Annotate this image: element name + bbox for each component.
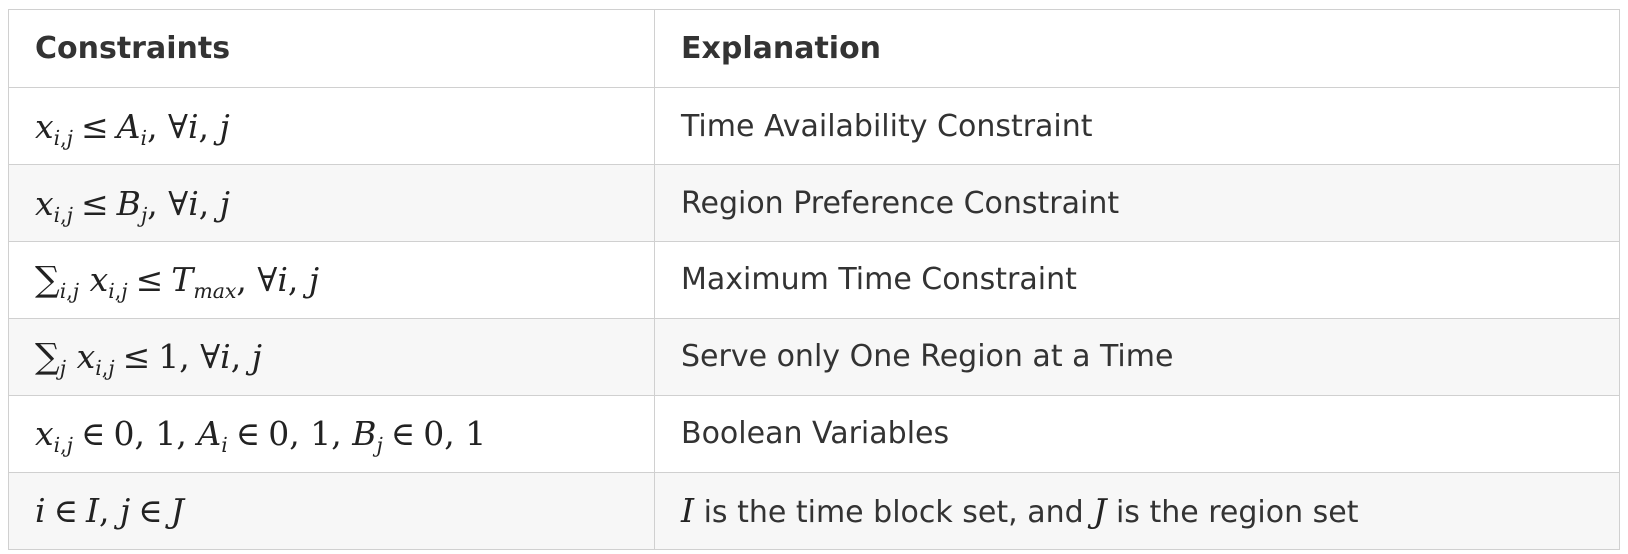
- constraint-formula: ∑j xi,j≤1, ∀i, j: [35, 336, 262, 381]
- constraint-formula: ∑i,j xi,j≤Tmax, ∀i, j: [35, 259, 320, 304]
- explanation-text: Time Availability Constraint: [681, 108, 1093, 144]
- table-row: xi,j≤Ai, ∀i, j Time Availability Constra…: [8, 87, 1620, 166]
- table-row: ∑i,j xi,j≤Tmax, ∀i, j Maximum Time Const…: [8, 241, 1620, 319]
- explanation-text: Region Preference Constraint: [681, 185, 1120, 221]
- constraint-cell: xi,j≤Ai, ∀i, j: [8, 87, 655, 166]
- table-row: xi,j∈0, 1, Ai∈0, 1, Bj∈0, 1 Boolean Vari…: [8, 394, 1620, 473]
- constraint-cell: i∈I, j∈J: [8, 471, 655, 551]
- table-row: i∈I, j∈J I is the time block set, and J …: [8, 471, 1620, 551]
- explanation-part-2: is the region set: [1106, 495, 1359, 531]
- explanation-text: I is the time block set, and J is the re…: [681, 491, 1359, 531]
- explanation-cell: Time Availability Constraint: [654, 87, 1620, 166]
- constraint-cell: ∑j xi,j≤1, ∀i, j: [8, 317, 655, 396]
- table-row: ∑j xi,j≤1, ∀i, j Serve only One Region a…: [8, 317, 1620, 396]
- math-var-j: J: [1093, 491, 1107, 531]
- constraint-cell: xi,j∈0, 1, Ai∈0, 1, Bj∈0, 1: [8, 394, 655, 473]
- constraint-cell: ∑i,j xi,j≤Tmax, ∀i, j: [8, 241, 655, 319]
- header-row: Constraints Explanation: [8, 8, 1620, 89]
- explanation-text: Serve only One Region at a Time: [681, 339, 1174, 375]
- explanation-text: Maximum Time Constraint: [681, 262, 1077, 298]
- explanation-cell: Serve only One Region at a Time: [654, 317, 1620, 396]
- explanation-text: Boolean Variables: [681, 416, 950, 452]
- header-constraints: Constraints: [8, 8, 655, 89]
- constraint-formula: xi,j∈0, 1, Ai∈0, 1, Bj∈0, 1: [35, 414, 487, 458]
- explanation-cell: Boolean Variables: [654, 394, 1620, 473]
- constraints-table: Constraints Explanation xi,j≤Ai, ∀i, j T…: [8, 8, 1620, 551]
- explanation-cell: Region Preference Constraint: [654, 164, 1620, 242]
- constraint-formula: i∈I, j∈J: [35, 491, 184, 531]
- explanation-cell: I is the time block set, and J is the re…: [654, 471, 1620, 551]
- constraint-formula: xi,j≤Ai, ∀i, j: [35, 106, 230, 150]
- table-row: xi,j≤Bj, ∀i, j Region Preference Constra…: [8, 164, 1620, 242]
- explanation-cell: Maximum Time Constraint: [654, 241, 1620, 319]
- math-var-i: I: [681, 491, 695, 531]
- constraint-cell: xi,j≤Bj, ∀i, j: [8, 164, 655, 242]
- header-explanation: Explanation: [654, 8, 1620, 89]
- explanation-part-1: is the time block set, and: [694, 495, 1094, 531]
- constraint-formula: xi,j≤Bj, ∀i, j: [35, 183, 230, 227]
